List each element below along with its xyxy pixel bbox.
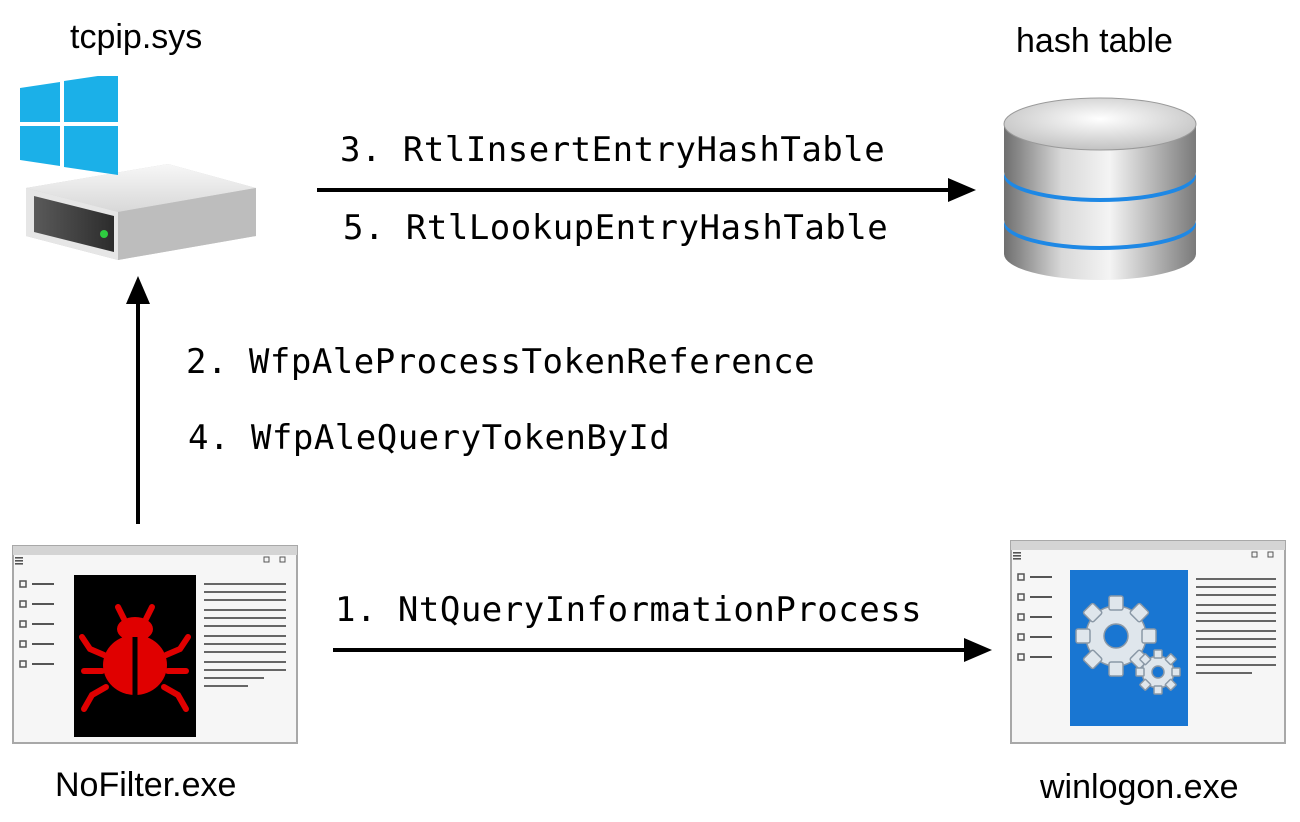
call-step1: 1. NtQueryInformationProcess — [335, 590, 923, 630]
malware-window-icon — [12, 545, 298, 745]
call-step4: 4. WfpAleQueryTokenById — [188, 418, 671, 458]
call-step5: 5. RtlLookupEntryHashTable — [343, 208, 889, 248]
hash-table-label: hash table — [1016, 22, 1173, 60]
call-step3: 3. RtlInsertEntryHashTable — [340, 130, 886, 170]
windows-logo — [20, 76, 118, 175]
settings-window-icon — [1010, 540, 1286, 745]
windows-drive-icon — [18, 76, 263, 266]
tcpip-label: tcpip.sys — [70, 18, 203, 56]
gears-icon — [1075, 595, 1181, 695]
drive-led — [100, 230, 108, 238]
bug-icon — [79, 604, 191, 712]
arrow-to-tcpip — [126, 276, 150, 524]
winlogon-label: winlogon.exe — [1040, 768, 1239, 806]
database-icon — [1002, 88, 1198, 284]
call-step2: 2. WfpAleProcessTokenReference — [186, 342, 816, 382]
nofilter-label: NoFilter.exe — [55, 766, 237, 804]
arrow-to-hash-table — [317, 178, 976, 202]
arrow-to-winlogon — [333, 638, 992, 662]
